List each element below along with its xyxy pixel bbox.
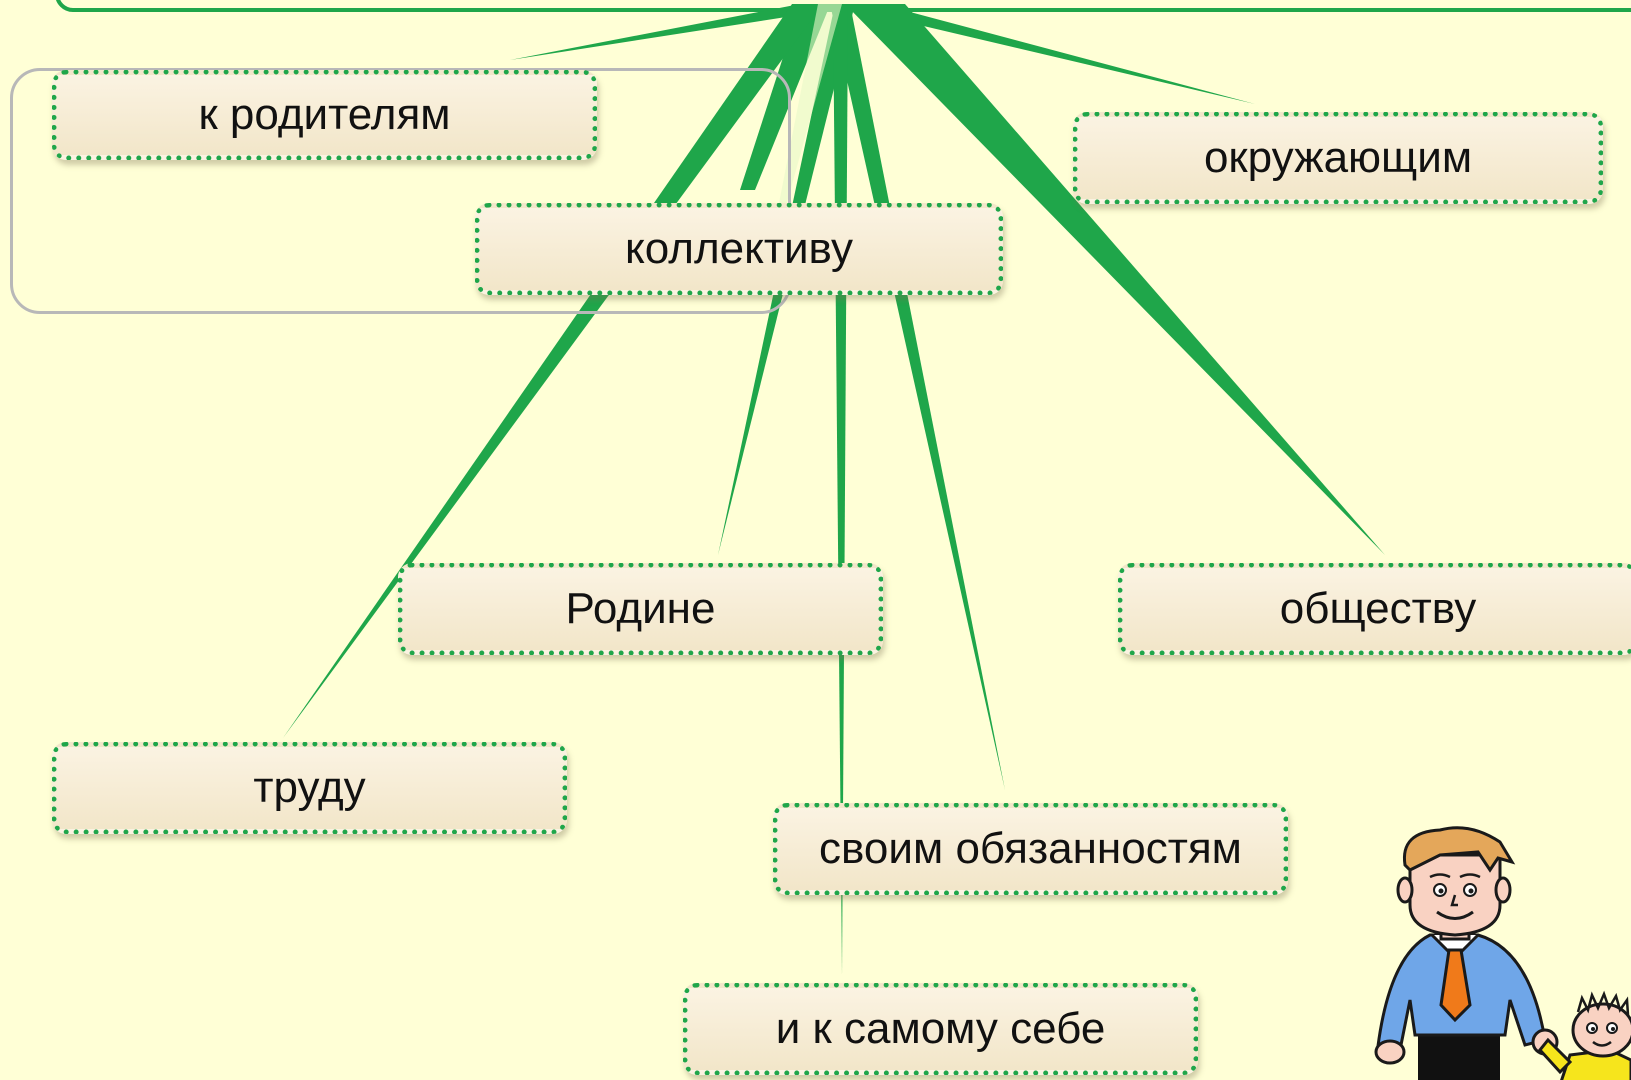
ray-to-duties	[830, 4, 1005, 790]
child-face	[1571, 1002, 1631, 1058]
child-smile	[1592, 1040, 1612, 1047]
node-parents: к родителям	[52, 70, 597, 160]
node-labour: труду	[52, 742, 567, 834]
node-society: обществу	[1118, 563, 1631, 655]
father-hair	[1402, 826, 1516, 873]
father-trousers	[1418, 1028, 1500, 1080]
node-motherland: Родине	[398, 563, 883, 655]
father-smile	[1436, 910, 1474, 920]
node-duties: своим обязанностям	[773, 803, 1288, 895]
ray-to-others	[830, 4, 1255, 104]
father-ear	[1494, 876, 1512, 904]
node-self: и к самому себе	[683, 983, 1198, 1075]
ray-to-labour	[283, 4, 823, 738]
ray-to-parents	[510, 4, 870, 60]
node-others: окружающим	[1073, 112, 1603, 204]
ray-to-society	[845, 4, 1385, 555]
node-collective: коллективу	[475, 203, 1003, 295]
highlight-frame	[10, 68, 791, 314]
father-left-hand	[1374, 1039, 1406, 1065]
father-tie	[1439, 948, 1472, 1023]
child-hair	[1576, 990, 1630, 1016]
father-ear	[1396, 876, 1414, 904]
child-arm	[1538, 1037, 1573, 1075]
